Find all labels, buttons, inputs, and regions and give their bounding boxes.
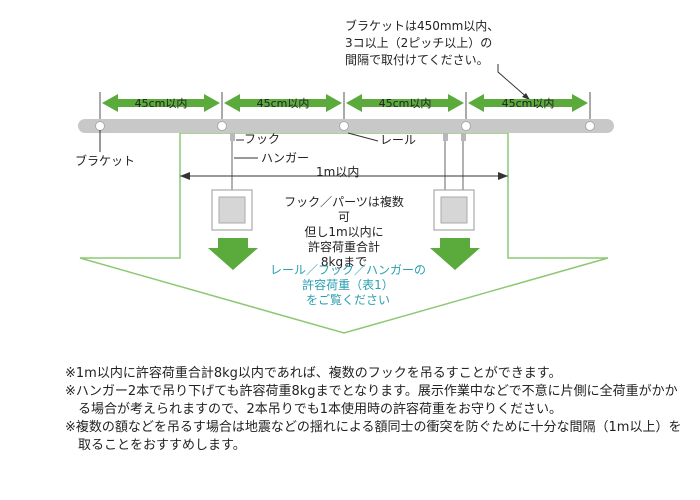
bracket-ticks [99, 92, 591, 122]
load-note-line-1: レール／フック／ハンガーの [269, 263, 426, 277]
spacing-label-3: 45cm以内 [378, 97, 432, 110]
bracket-label: ブラケット [75, 154, 136, 168]
load-note-line-2: 許容荷重（表1） [302, 278, 394, 292]
bracket-note-pointer-head [522, 93, 530, 100]
span-label: 1m以内 [316, 165, 360, 179]
picture-frame-left [211, 189, 253, 231]
parts-note-line-1: フック／パーツは複数可 [284, 195, 404, 224]
bracket-note-line-3: 間隔で取付けてください。 [345, 53, 489, 67]
load-note: レール／フック／ハンガーの 許容荷重（表1） をご覧ください [248, 263, 448, 308]
spacing-label-1: 45cm以内 [134, 97, 188, 110]
spacing-label-4: 45cm以内 [501, 97, 555, 110]
parts-note: フック／パーツは複数可 但し1m以内に 許容荷重合計 8kgまで [284, 195, 404, 270]
load-arrow-right [430, 238, 480, 270]
picture-frame-right [433, 189, 475, 231]
note-item: ※ハンガー2本で吊り下げても許容荷重8kgまでとなります。展示作業中などで不意に… [65, 384, 678, 417]
spacing-arrow-1 [102, 94, 220, 112]
spacing-label-2: 45cm以内 [256, 97, 310, 110]
bracket-note-line-1: ブラケットは450mm以内、 [345, 19, 500, 33]
rail-label: レール [380, 133, 417, 147]
spacing-arrow-2 [224, 94, 342, 112]
bracket-note-pointer [497, 64, 531, 101]
rail-diagram [78, 64, 614, 334]
load-arrow-left [208, 238, 258, 270]
spacing-arrow-3 [346, 94, 464, 112]
parts-note-line-4: 8kgまで [320, 255, 368, 269]
parts-note-line-3: 許容荷重合計 [307, 240, 380, 254]
spacing-arrows [102, 94, 588, 112]
span-arrow-right [498, 172, 508, 180]
note-item: ※複数の額などを吊るす場合は地震などの揺れによる額同士の衝突を防ぐために十分な間… [65, 420, 682, 453]
hooks [230, 133, 466, 141]
hanger-label: ハンガー [261, 151, 310, 165]
bracket-markers [95, 121, 595, 131]
bracket-note-line-2: 3コ以上（2ピッチ以上）の [345, 36, 493, 50]
hook-label: フック [244, 132, 281, 146]
load-arrow-outline [79, 132, 609, 334]
parts-note-line-2: 但し1m以内に [304, 225, 384, 239]
label-leaders [99, 130, 379, 159]
bracket-note: ブラケットは450mm以内、 3コ以上（2ピッチ以上）の 間隔で取付けてください… [345, 18, 499, 69]
spacing-arrow-4 [468, 94, 588, 112]
load-note-line-3: をご覧ください [305, 293, 390, 307]
span-arrow-left [180, 172, 190, 180]
note-item: ※1m以内に許容荷重合計8kg以内であれば、複数のフックを吊るすことができます。 [65, 366, 562, 381]
notes-list: ※1m以内に許容荷重合計8kg以内であれば、複数のフックを吊るすことができます。… [65, 365, 685, 455]
hangers [231, 141, 464, 190]
